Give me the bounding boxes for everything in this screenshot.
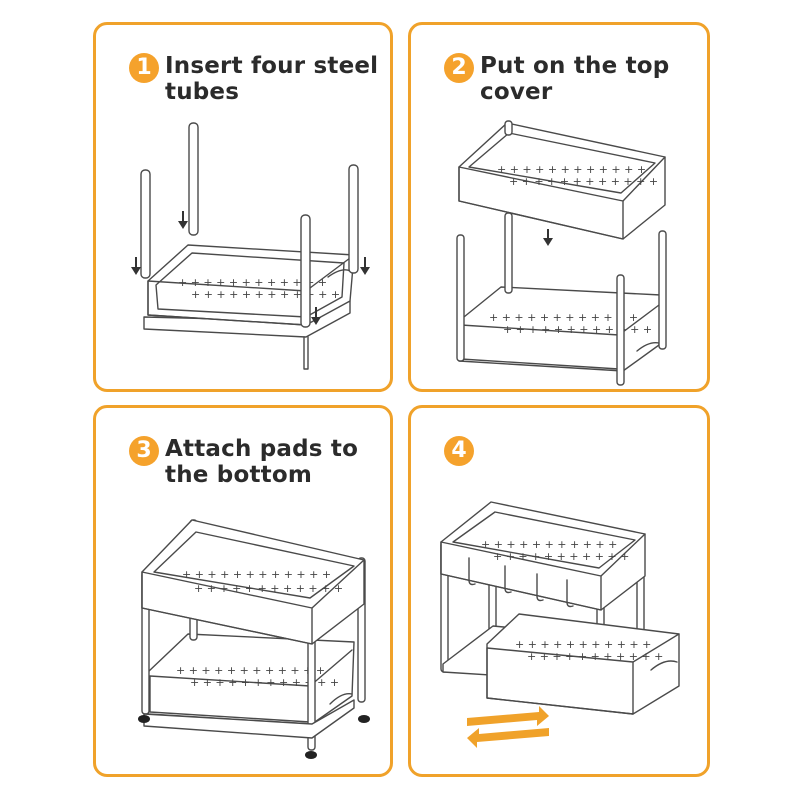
step-1-header: 1 Insert four steel tubes bbox=[129, 53, 378, 105]
bottom-frame: + + + + + + + + + + + + + + + + + + + + … bbox=[456, 212, 667, 386]
svg-text:+ + + + + + + + + + + +: + + + + + + + + + + + + bbox=[497, 163, 646, 176]
step-3-panel: 3 Attach pads to the bottom + + + + + + … bbox=[93, 405, 393, 777]
step-3-illustration: + + + + + + + + + + + + + + + + + + + + … bbox=[138, 519, 370, 759]
lower-tray-holes: + + + + + + + + + + + + + + + + + + + + … bbox=[489, 311, 652, 336]
slide-left-right-arrows-icon bbox=[467, 706, 549, 748]
top-tray-holes: + + + + + + + + + + + + + + + + + + + + … bbox=[481, 538, 629, 563]
rack-with-drawer: + + + + + + + + + + + + + + + + + + + + … bbox=[440, 501, 680, 715]
top-cover: + + + + + + + + + + + + + + + + + + + + … bbox=[458, 120, 666, 240]
top-tray-holes: + + + + + + + + + + + + + + + + + + + + … bbox=[182, 568, 343, 595]
step-3-header: 3 Attach pads to the bottom bbox=[129, 436, 358, 488]
svg-text:+ + + + + + + + + + + +: + + + + + + + + + + + + bbox=[176, 664, 325, 677]
step-2-illustration: + + + + + + + + + + + + + + + + + + + + … bbox=[456, 120, 667, 386]
svg-text:+ + + + + + + + + + + +: + + + + + + + + + + + + bbox=[509, 175, 658, 188]
step-2-title: Put on the top cover bbox=[480, 53, 670, 105]
step-4-header: 4 bbox=[444, 436, 480, 466]
svg-text:+ + + + + + + + + + + +: + + + + + + + + + + + + bbox=[191, 288, 340, 301]
svg-text:+ + + + + + + + + + +: + + + + + + + + + + + bbox=[493, 550, 629, 563]
step-1-panel: 1 Insert four steel tubes + + + + + + + … bbox=[93, 22, 393, 392]
svg-text:+ + + + + + + + + + + +: + + + + + + + + + + + + bbox=[178, 276, 327, 289]
cover-holes: + + + + + + + + + + + + + + + + + + + + … bbox=[497, 163, 658, 188]
foot-pads bbox=[138, 715, 370, 759]
svg-text:+ + + + + + + + + + + +: + + + + + + + + + + + + bbox=[489, 311, 638, 324]
bottom-tray: + + + + + + + + + + + + + + + + + + + + … bbox=[143, 244, 355, 370]
svg-text:+ + + + + + + + + + +: + + + + + + + + + + + bbox=[481, 538, 617, 551]
step-1-badge: 1 bbox=[129, 53, 159, 83]
step-4-illustration: + + + + + + + + + + + + + + + + + + + + … bbox=[440, 501, 680, 748]
step-2-panel: 2 Put on the top cover + + + + + + + + +… bbox=[408, 22, 710, 392]
assembled-rack: + + + + + + + + + + + + + + + + + + + + … bbox=[141, 519, 366, 751]
drawer-holes: + + + + + + + + + + + + + + + + + + + + … bbox=[515, 638, 663, 663]
down-arrow-icon bbox=[543, 229, 553, 246]
step-1-illustration: + + + + + + + + + + + + + + + + + + + + … bbox=[131, 122, 370, 370]
svg-text:+ + + + + + + + + + + +: + + + + + + + + + + + + bbox=[194, 582, 343, 595]
step-3-title: Attach pads to the bottom bbox=[165, 436, 359, 488]
svg-text:+ + + + + + + + + + +: + + + + + + + + + + + bbox=[527, 650, 663, 663]
step-4-panel: 4 + + + + + + + + + + + + + + + + + + + … bbox=[408, 405, 710, 777]
svg-text:+ + + + + + + + + + + +: + + + + + + + + + + + + bbox=[182, 568, 331, 581]
step-2-header: 2 Put on the top cover bbox=[444, 53, 669, 105]
tray-holes: + + + + + + + + + + + + + + + + + + + + … bbox=[178, 276, 340, 301]
svg-text:+ + + + + + + + + + + +: + + + + + + + + + + + + bbox=[503, 323, 652, 336]
hooks bbox=[468, 557, 574, 608]
step-3-badge: 3 bbox=[129, 436, 159, 466]
down-arrow-icon bbox=[131, 211, 370, 325]
step-1-title: Insert four steel tubes bbox=[165, 53, 379, 105]
steel-tubes bbox=[140, 122, 359, 328]
step-4-badge: 4 bbox=[444, 436, 474, 466]
svg-text:+ + + + + + + + + + + +: + + + + + + + + + + + + bbox=[190, 676, 339, 689]
lower-tray-holes: + + + + + + + + + + + + + + + + + + + + … bbox=[176, 664, 339, 689]
svg-text:+ + + + + + + + + + +: + + + + + + + + + + + bbox=[515, 638, 651, 651]
step-2-badge: 2 bbox=[444, 53, 474, 83]
